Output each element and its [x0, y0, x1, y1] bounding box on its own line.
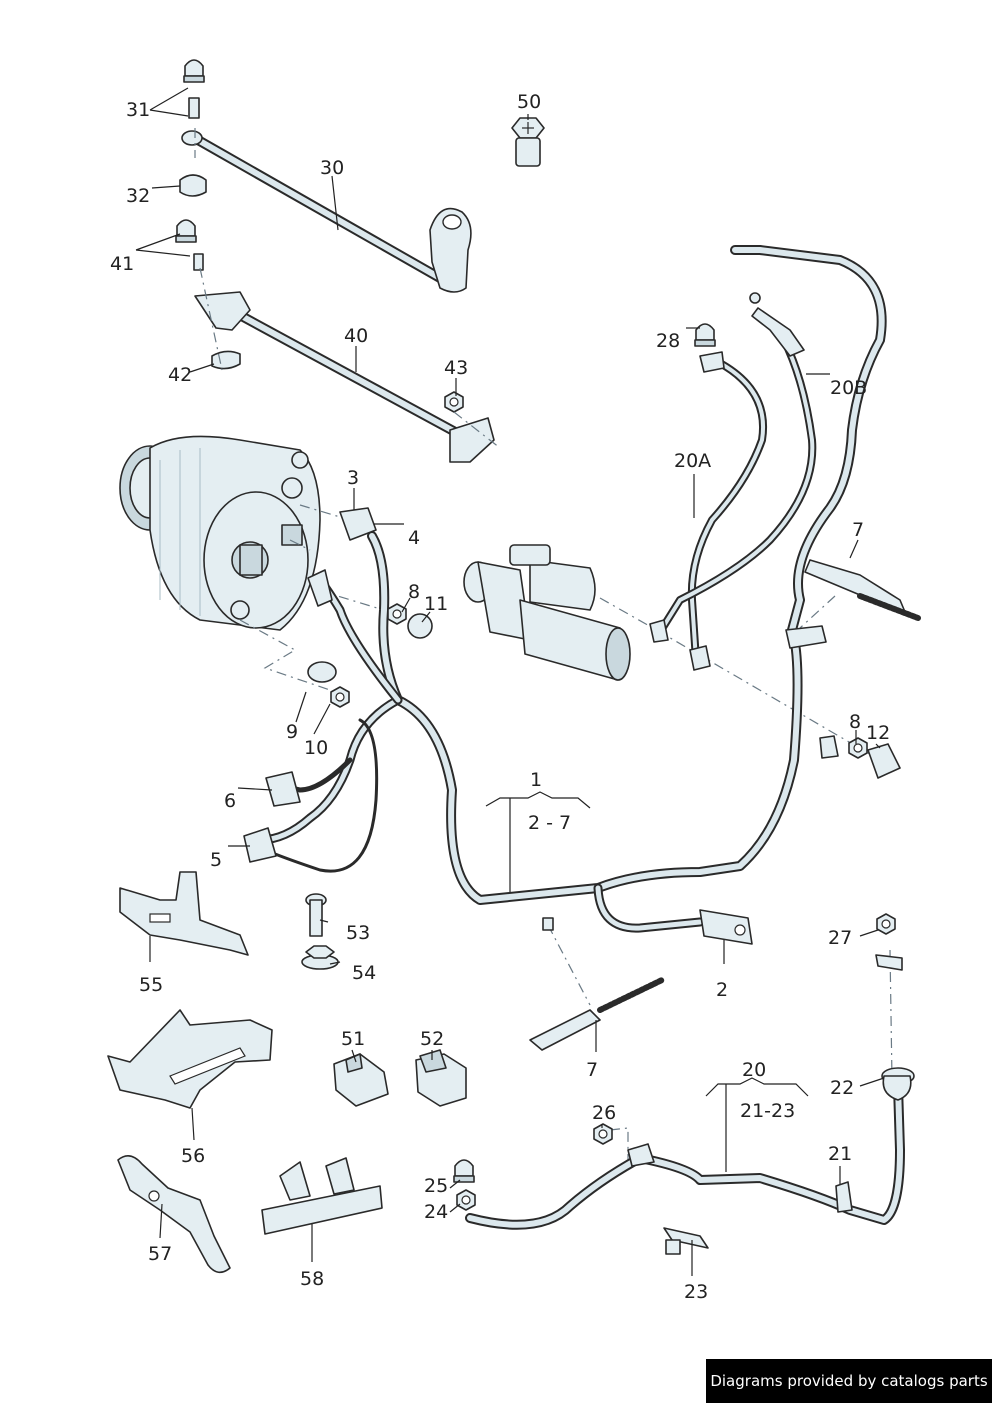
nut-10: [330, 686, 350, 708]
label-53: 53: [346, 922, 370, 944]
label-11: 11: [424, 593, 448, 615]
label-20a: 20A: [674, 450, 711, 472]
label-25: 25: [424, 1175, 448, 1197]
connector-5: [243, 827, 277, 863]
label-52: 52: [420, 1028, 444, 1050]
nut-43: [444, 391, 464, 413]
wiring-harness-1: [255, 245, 887, 933]
nut-27: [876, 913, 896, 935]
label-1: 1: [530, 769, 542, 791]
label-8-right: 8: [849, 711, 861, 733]
label-7-lower: 7: [586, 1059, 598, 1081]
battery-cable-40: [194, 291, 495, 463]
bolt-53: [305, 893, 327, 937]
label-6: 6: [224, 790, 236, 812]
label-7-upper: 7: [852, 519, 864, 541]
label-55: 55: [139, 974, 163, 996]
nut-26: [593, 1123, 613, 1145]
leader-lines: [135, 87, 885, 1276]
label-3: 3: [347, 467, 359, 489]
label-12: 12: [866, 722, 890, 744]
nut-8: [387, 603, 407, 625]
label-58: 58: [300, 1268, 324, 1290]
battery-cable-20b: [749, 292, 805, 357]
grommet-22: [881, 1067, 915, 1101]
bracket-58: [261, 1157, 383, 1235]
nut-24: [456, 1189, 476, 1211]
ground-cable-20: [465, 1081, 905, 1230]
cap-25: [453, 1159, 475, 1183]
label-41: 41: [110, 253, 134, 275]
terminal-12: [867, 743, 901, 779]
label-51: 51: [341, 1028, 365, 1050]
flange-nut-54: [301, 945, 339, 970]
label-9: 9: [286, 721, 298, 743]
cable-tie-7-upper: [804, 559, 921, 621]
label-56: 56: [181, 1145, 205, 1167]
connector-6: [265, 771, 301, 807]
label-24: 24: [424, 1201, 448, 1223]
eyelet-terminal: [307, 569, 333, 607]
connector-2: [699, 909, 753, 945]
label-8: 8: [408, 581, 420, 603]
clip-9: [307, 661, 337, 683]
label-4: 4: [408, 527, 420, 549]
bracket-57: [117, 1155, 231, 1274]
label-31: 31: [126, 99, 150, 121]
label-42: 42: [168, 364, 192, 386]
label-57: 57: [148, 1243, 172, 1265]
label-21: 21: [828, 1143, 852, 1165]
battery-cable-30: [181, 130, 472, 293]
cable-tie-7-lower: [529, 917, 665, 1051]
clip-42: [211, 350, 241, 370]
cap-nut-41: [175, 219, 204, 271]
bracket-55: [119, 871, 249, 956]
label-30: 30: [320, 157, 344, 179]
bracket-grommet: [785, 625, 839, 759]
label-26: 26: [592, 1102, 616, 1124]
clip-51: [333, 1053, 389, 1107]
label-28: 28: [656, 330, 680, 352]
label-10: 10: [304, 737, 328, 759]
label-5: 5: [210, 849, 222, 871]
bracket-56: [107, 1009, 273, 1109]
clip-32: [179, 174, 207, 197]
bracket-23: [663, 1227, 709, 1255]
hex-bolt-50: [511, 117, 545, 167]
alternator: [119, 435, 321, 631]
label-43: 43: [444, 357, 468, 379]
clip-52: [415, 1049, 467, 1107]
starter-motor: [463, 544, 631, 681]
label-22: 22: [830, 1077, 854, 1099]
label-40: 40: [344, 325, 368, 347]
nut-8-right: [848, 737, 868, 759]
credit-footer: Diagrams provided by catalogs parts: [706, 1359, 992, 1403]
label-32: 32: [126, 185, 150, 207]
label-27: 27: [828, 927, 852, 949]
label-20b: 20B: [830, 377, 867, 399]
label-50: 50: [517, 91, 541, 113]
label-20: 20: [742, 1059, 766, 1081]
label-23: 23: [684, 1281, 708, 1303]
callout-labels: 31 32 30 41 42 40 43 50 3 4 8 11 9 10 6 …: [110, 91, 890, 1303]
label-2: 2: [716, 979, 728, 1001]
label-21-23: 21-23: [740, 1100, 795, 1122]
battery-cable-20a: [649, 336, 817, 671]
label-2-7: 2 - 7: [528, 812, 571, 834]
cap-nut-31: [183, 59, 205, 119]
connector-4: [339, 507, 377, 541]
cap-11: [407, 613, 433, 639]
terminal-27: [875, 954, 903, 971]
cap-nut-28: [694, 323, 716, 347]
label-54: 54: [352, 962, 376, 984]
